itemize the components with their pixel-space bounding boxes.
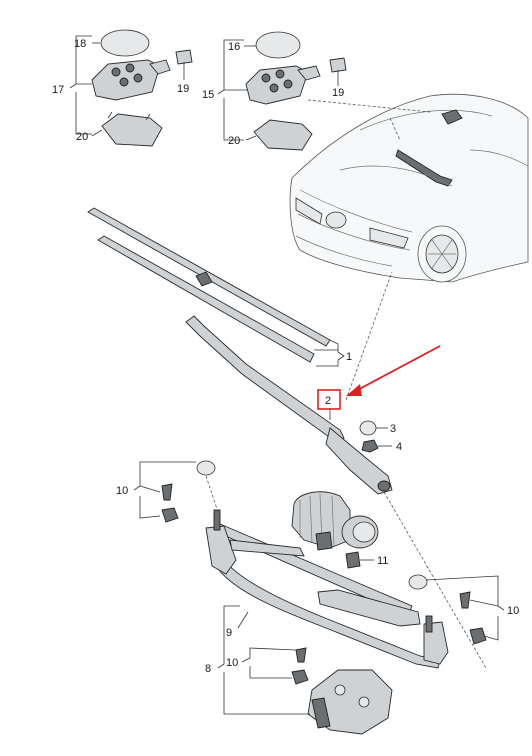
ref-line-sensor: [307, 99, 431, 113]
highlight-arrow: [346, 345, 441, 396]
sensor-group-right: [245, 31, 347, 151]
callout-9: 9: [226, 627, 232, 639]
part-20-bracket: [101, 113, 163, 147]
part-17-sensor-housing: [91, 59, 171, 101]
ref-line-washer: [205, 475, 219, 513]
callout-10-bottom: 10: [226, 657, 238, 669]
part-20-bracket-right: [253, 119, 313, 151]
ref-line-arm-car: [345, 271, 393, 401]
part-18-cover: [100, 29, 150, 57]
washer-top-left: [196, 460, 216, 476]
ref-line-sensor-2: [389, 117, 401, 141]
part-15-sensor-housing: [245, 65, 321, 105]
bolt-right: [459, 591, 471, 609]
callout-1: 1: [346, 351, 352, 363]
car-illustration: [289, 93, 529, 283]
callout-4: 4: [396, 441, 402, 453]
part-8-bracket: [307, 669, 393, 735]
part-11-rubber-mount: [345, 551, 361, 569]
part-19-clip: [175, 49, 193, 65]
callout-11: 11: [377, 555, 388, 567]
callout-10-top-left: 10: [116, 485, 128, 497]
sensor-group-left: [91, 29, 193, 147]
nut-top-left: [161, 507, 179, 523]
callout-8: 8: [205, 663, 211, 675]
wiper-arm: [185, 315, 393, 495]
bolt-top-left: [161, 483, 173, 501]
wiper-motor: [291, 491, 379, 551]
part-4-nut: [361, 439, 379, 453]
part-19-clip-right: [329, 57, 347, 73]
callout-16: 16: [228, 41, 240, 53]
wiper-blade-2: [97, 235, 315, 363]
part-16-cover: [255, 31, 301, 59]
callout-20-left: 20: [76, 131, 88, 143]
callout-15: 15: [202, 89, 214, 101]
washer-right: [408, 574, 428, 590]
callout-20-right: 20: [228, 135, 240, 147]
nut-right: [469, 627, 487, 645]
callout-17: 17: [52, 84, 64, 96]
leader-lines: [69, 35, 505, 715]
callout-19-right: 19: [332, 87, 344, 99]
callout-18: 18: [74, 38, 86, 50]
nut-bottom: [291, 669, 309, 685]
highlight-box: [317, 389, 341, 410]
callout-2: 2: [325, 395, 331, 407]
callout-10-right: 10: [507, 605, 519, 617]
ref-line-motor-right: [383, 491, 487, 669]
part-3-cap: [359, 420, 377, 436]
wiper-linkage: [205, 509, 449, 669]
callout-3: 3: [390, 423, 396, 435]
bolt-bottom: [295, 647, 307, 663]
callout-19-left: 19: [177, 83, 189, 95]
